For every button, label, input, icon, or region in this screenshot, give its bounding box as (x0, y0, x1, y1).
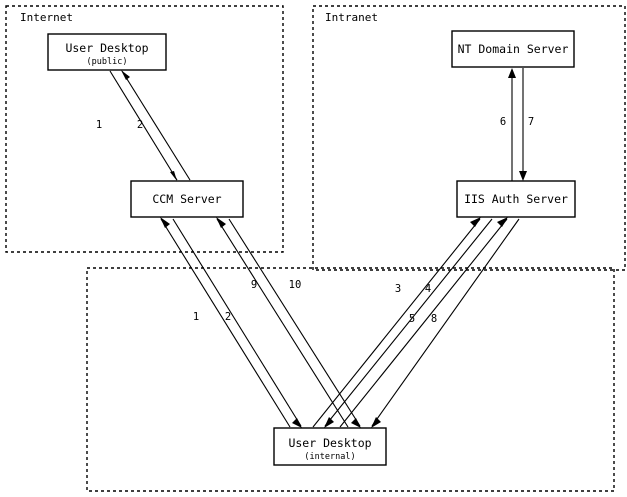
flow-line-3 (312, 217, 481, 428)
flow-line-1-internal (160, 217, 291, 428)
flow-label-1-public: 1 (96, 119, 102, 131)
flow-line-10 (228, 218, 361, 428)
flow-label-5: 5 (409, 313, 415, 325)
zone-bottom-boundary (86, 267, 615, 492)
zone-label-intranet: Intranet (325, 11, 378, 24)
flow-label-1-internal: 1 (193, 311, 199, 323)
zone-internet-boundary (5, 5, 284, 253)
node-box (130, 180, 244, 218)
flow-line-4 (324, 218, 493, 428)
node-sublabel: (internal) (304, 452, 355, 462)
zone-label-internet: Internet (20, 11, 73, 24)
zone-intranet-boundary (312, 5, 626, 271)
node-label: User Desktop (65, 41, 148, 55)
flow-label-8: 8 (431, 313, 437, 325)
flow-line-6 (508, 68, 516, 181)
node-box (47, 33, 167, 71)
flow-label-4: 4 (425, 283, 431, 295)
node-iis-auth-server[interactable]: IIS Auth Server (456, 180, 576, 218)
node-user-desktop-public[interactable]: User Desktop (public) (47, 33, 167, 71)
flow-line-9 (216, 217, 349, 428)
node-label: CCM Server (152, 192, 221, 206)
flow-line-8 (371, 218, 520, 428)
node-user-desktop-internal[interactable]: User Desktop (internal) (273, 427, 387, 466)
flow-label-10: 10 (289, 279, 302, 291)
node-box (273, 427, 387, 466)
flow-label-2-public: 2 (137, 119, 143, 131)
node-label: User Desktop (288, 436, 371, 450)
flow-label-3: 3 (395, 283, 401, 295)
node-label: IIS Auth Server (464, 192, 568, 206)
flow-label-9: 9 (251, 279, 257, 291)
flow-line-7 (519, 68, 527, 181)
node-box (456, 180, 576, 218)
flow-label-2-internal: 2 (225, 311, 231, 323)
node-sublabel: (public) (87, 57, 128, 67)
flow-line-2-internal (172, 218, 302, 428)
flow-line-2-public (121, 70, 191, 181)
flow-line-5 (339, 217, 508, 428)
node-label: NT Domain Server (458, 42, 569, 56)
node-box (451, 30, 575, 68)
flow-line-1-public (109, 70, 178, 181)
flow-label-7: 7 (528, 116, 534, 128)
node-nt-domain-server[interactable]: NT Domain Server (451, 30, 575, 68)
node-ccm-server[interactable]: CCM Server (130, 180, 244, 218)
flow-label-6: 6 (500, 116, 506, 128)
